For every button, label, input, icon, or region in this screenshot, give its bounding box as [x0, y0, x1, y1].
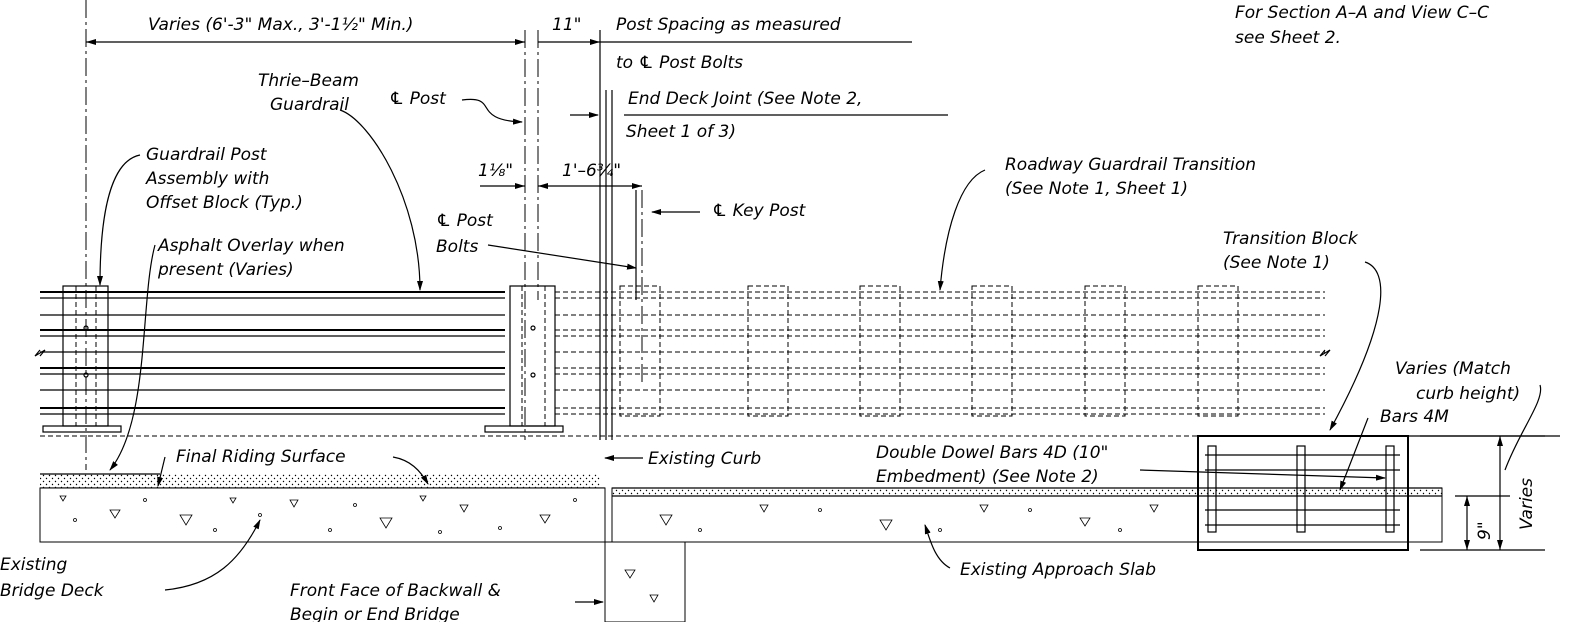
- label-dim-11: 11": [552, 15, 581, 35]
- label-cl-post-bolts-1: ℄ Post: [436, 211, 494, 231]
- label-asphalt-2: present (Varies): [157, 260, 294, 280]
- label-section-note-1: For Section A–A and View C–C: [1235, 3, 1489, 23]
- leader-final-riding: [392, 456, 429, 485]
- guardrail-post-left: [42, 285, 122, 433]
- label-double-dowel-2: Embedment) (See Note 2): [876, 467, 1099, 487]
- thrie-beam-left: [34, 291, 505, 415]
- leader-guardrail-post: [97, 154, 141, 286]
- label-end-deck-joint-1: End Deck Joint (See Note 2,: [628, 89, 862, 109]
- label-dim-varies: Varies: [1517, 478, 1537, 530]
- label-cl-post: ℄ Post: [389, 89, 447, 109]
- leader-bars-4m: [1339, 417, 1369, 491]
- label-cl-post-bolts-2: Bolts: [436, 237, 478, 257]
- label-thrie-beam-1: Thrie–Beam: [258, 71, 359, 91]
- label-varies-dim: Varies (6'-3" Max., 3'-1½" Min.): [148, 15, 413, 35]
- leader-existing-bridge: [164, 519, 261, 591]
- label-varies-match-2: curb height): [1416, 384, 1520, 404]
- label-bars-4m: Bars 4M: [1380, 407, 1449, 427]
- bridge-deck-aggregate: [59, 495, 577, 534]
- guardrail-post-right: [484, 285, 564, 433]
- label-double-dowel-1: Double Dowel Bars 4D (10": [876, 443, 1108, 463]
- asphalt-overlay: [40, 474, 600, 488]
- label-final-riding: Final Riding Surface: [176, 447, 346, 467]
- label-dim-9: 9": [1475, 521, 1495, 540]
- leader-approach-slab: [924, 524, 951, 569]
- leader-post-bolts: [487, 244, 637, 270]
- transition-rail-dashed: [555, 291, 1331, 415]
- leader-cl-post: [461, 98, 523, 125]
- label-asphalt-1: Asphalt Overlay when: [157, 236, 345, 256]
- label-existing-curb: Existing Curb: [648, 449, 761, 469]
- label-roadway-transition-2: (See Note 1, Sheet 1): [1005, 179, 1188, 199]
- leader-transition-block: [1329, 261, 1382, 431]
- leader-final-riding-2: [157, 456, 166, 487]
- transition-posts: [619, 285, 1239, 417]
- label-front-face-2: Begin or End Bridge: [290, 605, 460, 622]
- label-cl-key-post: ℄ Key Post: [712, 201, 807, 221]
- existing-bridge-deck: [39, 487, 606, 543]
- label-post-spacing-1: Post Spacing as measured: [616, 15, 841, 35]
- label-existing-bridge-2: Bridge Deck: [0, 581, 105, 601]
- leader-dowel-bars: [1139, 469, 1386, 481]
- label-front-face-1: Front Face of Backwall &: [290, 581, 501, 601]
- label-guardrail-post-1: Guardrail Post: [146, 145, 268, 165]
- label-roadway-transition-1: Roadway Guardrail Transition: [1005, 155, 1256, 175]
- label-dim-1-1-8: 1⅛": [478, 161, 513, 181]
- leader-thrie-beam: [339, 109, 423, 291]
- leader-roadway-transition: [937, 169, 986, 291]
- backwall: [604, 541, 686, 622]
- label-post-spacing-2: to ℄ Post Bolts: [616, 53, 743, 73]
- label-transition-block-2: (See Note 1): [1223, 253, 1330, 273]
- approach-slab-aggregate: [659, 504, 1159, 532]
- label-varies-match-1: Varies (Match: [1395, 359, 1511, 379]
- leader-asphalt: [109, 244, 156, 471]
- dowel-bars: [1205, 445, 1400, 533]
- label-transition-block-1: Transition Block: [1223, 229, 1359, 249]
- transition-block: [1197, 435, 1409, 551]
- label-dim-1-6-3-4: 1'–6¾": [562, 161, 621, 181]
- label-section-note-2: see Sheet 2.: [1235, 28, 1341, 48]
- label-guardrail-post-2: Assembly with: [145, 169, 269, 189]
- label-existing-bridge-1: Existing: [0, 555, 68, 575]
- leader-varies-match: [1504, 384, 1542, 471]
- label-guardrail-post-3: Offset Block (Typ.): [146, 193, 303, 213]
- label-thrie-beam-2: Guardrail: [270, 95, 349, 115]
- label-existing-approach: Existing Approach Slab: [960, 560, 1156, 580]
- label-end-deck-joint-2: Sheet 1 of 3): [626, 122, 736, 142]
